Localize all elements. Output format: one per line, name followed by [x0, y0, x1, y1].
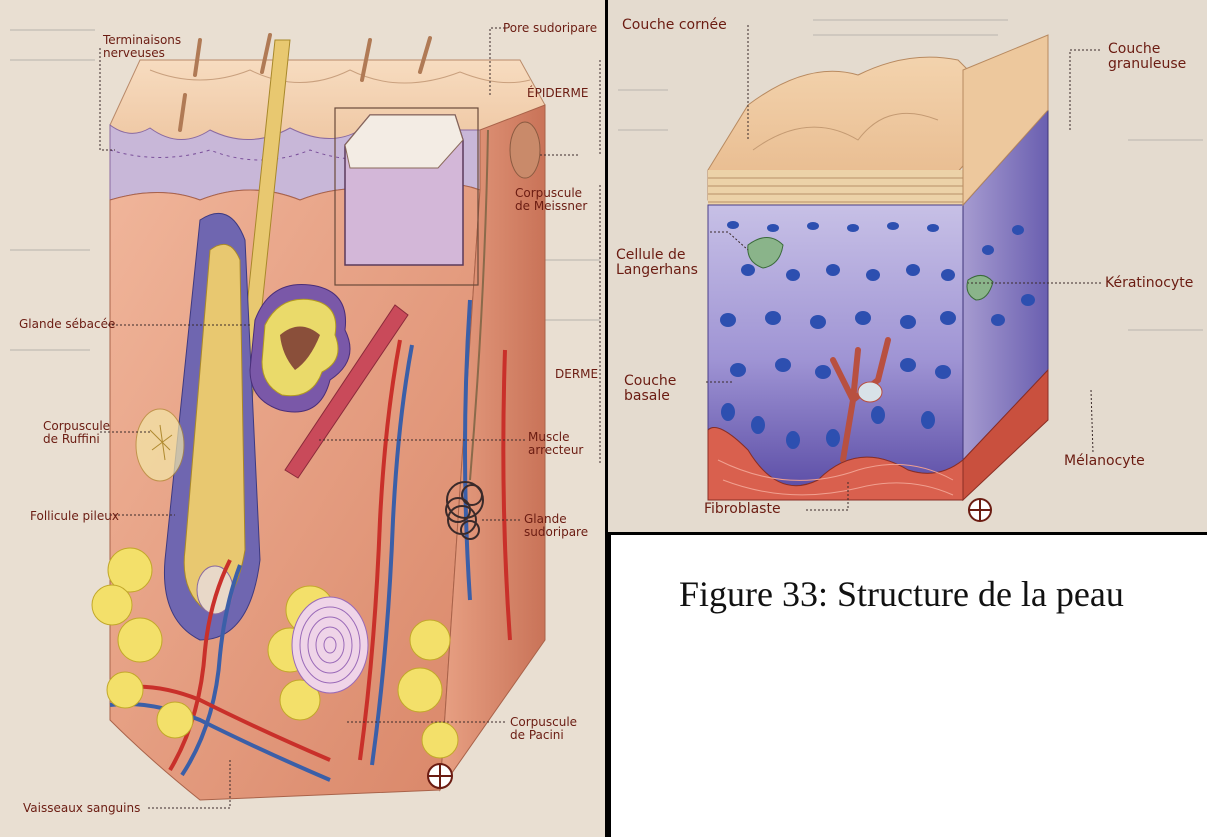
label-glande-sudoripare-line1: Glande — [524, 512, 567, 526]
label-derme: DERME — [555, 368, 598, 381]
label-vaisseaux-sanguins: Vaisseaux sanguins — [23, 802, 140, 815]
label-basale-line1: Couche — [624, 373, 676, 389]
label-follicule-pileux: Follicule pileux — [30, 510, 119, 523]
label-terminaisons-nerveuses: Terminaisons nerveuses — [103, 34, 181, 60]
label-terminaisons-line1: Terminaisons — [103, 33, 181, 47]
copyright-symbol-icon — [428, 764, 452, 788]
label-corpuscule-pacini: Corpuscule de Pacini — [510, 716, 577, 742]
label-epiderme: ÉPIDERME — [527, 87, 588, 100]
label-muscle-arrecteur: Muscle arrecteur — [528, 431, 583, 457]
label-glande-sebacee: Glande sébacée — [19, 318, 115, 331]
label-pacini-line1: Corpuscule — [510, 715, 577, 729]
label-fibroblaste: Fibroblaste — [704, 502, 781, 517]
label-pacini-line2: de Pacini — [510, 728, 564, 742]
label-basale-line2: basale — [624, 388, 670, 404]
label-meissner-line1: Corpuscule — [515, 186, 582, 200]
label-keratinocyte: Kératinocyte — [1105, 276, 1193, 291]
label-melanocyte: Mélanocyte — [1064, 454, 1145, 469]
epidermis-detail-figure: Couche cornée Couche granuleuse Cellule … — [608, 0, 1207, 532]
label-cellule-langerhans: Cellule de Langerhans — [616, 248, 698, 278]
label-granuleuse-line1: Couche — [1108, 41, 1160, 57]
figure-caption: Figure 33: Structure de la peau — [679, 573, 1124, 615]
label-couche-granuleuse: Couche granuleuse — [1108, 42, 1186, 72]
label-meissner-line2: de Meissner — [515, 199, 587, 213]
label-couche-cornee: Couche cornée — [622, 18, 727, 33]
label-muscle-line2: arrecteur — [528, 443, 583, 457]
label-terminaisons-line2: nerveuses — [103, 46, 165, 60]
label-corpuscule-ruffini: Corpuscule de Ruffini — [43, 420, 110, 446]
label-pore-sudoripare: Pore sudoripare — [503, 22, 597, 35]
copyright-symbol-icon-right — [969, 499, 991, 521]
label-granuleuse-line2: granuleuse — [1108, 56, 1186, 72]
label-corpuscule-meissner: Corpuscule de Meissner — [515, 187, 587, 213]
label-ruffini-line2: de Ruffini — [43, 432, 100, 446]
label-muscle-line1: Muscle — [528, 430, 570, 444]
label-langerhans-line2: Langerhans — [616, 262, 698, 278]
label-couche-basale: Couche basale — [624, 374, 676, 404]
skin-cross-section-figure: Terminaisons nerveuses Pore sudoripare É… — [0, 0, 608, 837]
label-glande-sudoripare: Glande sudoripare — [524, 513, 588, 539]
label-ruffini-line1: Corpuscule — [43, 419, 110, 433]
caption-box: Figure 33: Structure de la peau — [608, 532, 1207, 837]
label-langerhans-line1: Cellule de — [616, 247, 686, 263]
label-glande-sudoripare-line2: sudoripare — [524, 525, 588, 539]
